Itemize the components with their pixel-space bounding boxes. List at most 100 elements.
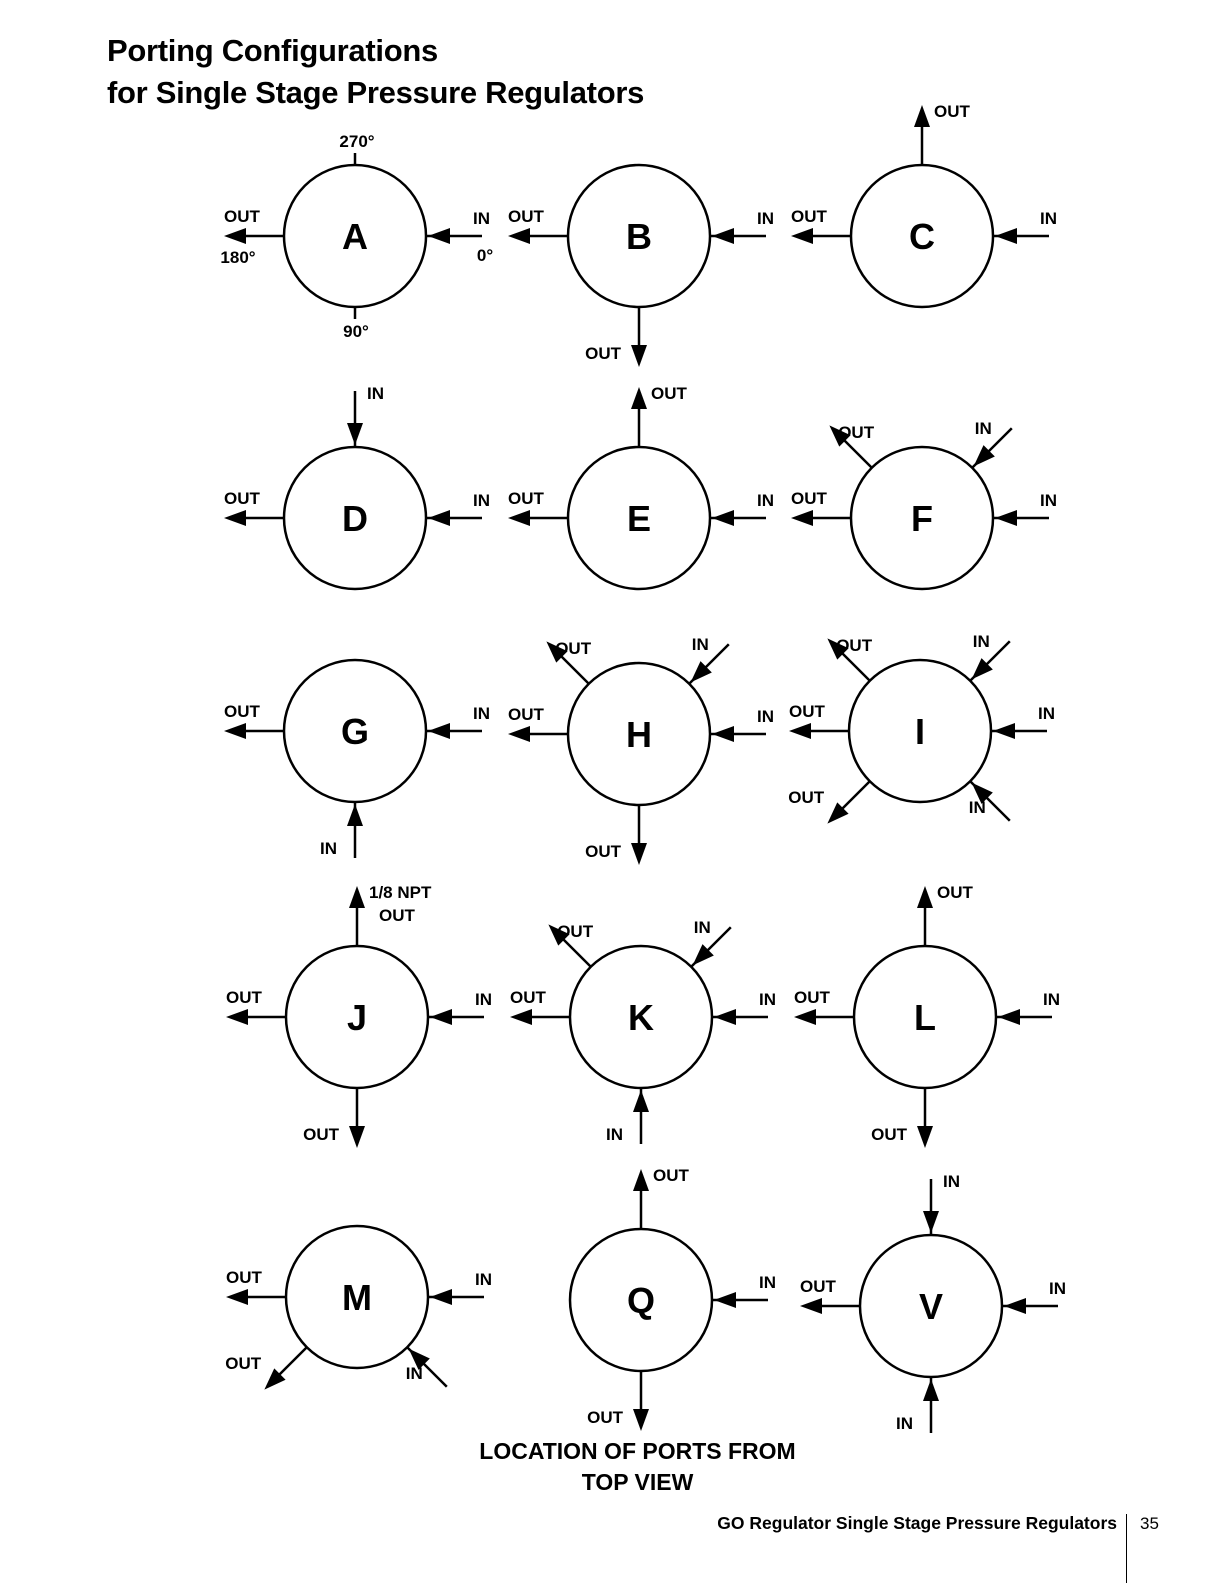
regulator-letter-l: L	[914, 997, 936, 1038]
regulator-letter-q: Q	[627, 1280, 655, 1321]
port-k-0-in-label: IN	[759, 990, 776, 1009]
port-i-135-out-arrowhead	[827, 802, 849, 824]
port-j-270-out-label-2: OUT	[379, 906, 416, 925]
port-b-180-out-arrowhead	[508, 228, 530, 244]
regulator-letter-i: I	[915, 711, 925, 752]
port-q-0-in-arrowhead	[714, 1292, 736, 1308]
port-i-225-out-arrowhead	[827, 638, 849, 660]
port-q-90-out-arrowhead	[633, 1409, 649, 1431]
port-i-45-in-arrowhead	[971, 782, 993, 804]
port-v-90-in-arrowhead	[923, 1379, 939, 1401]
port-e-0-in-label: IN	[757, 491, 774, 510]
port-v-180-out-label: OUT	[800, 1277, 837, 1296]
port-m-0-in-label: IN	[475, 1270, 492, 1289]
port-v-0-in-label: IN	[1049, 1279, 1066, 1298]
angle-label-270: 270°	[339, 132, 374, 151]
port-g-0-in-arrowhead	[428, 723, 450, 739]
port-j-180-out-label: OUT	[226, 988, 263, 1007]
port-v-0-in-arrowhead	[1004, 1298, 1026, 1314]
port-f-0-in-label: IN	[1040, 491, 1057, 510]
port-k-180-out-arrowhead	[510, 1009, 532, 1025]
footer-title: GO Regulator Single Stage Pressure Regul…	[717, 1513, 1117, 1533]
port-a-180-out-label: OUT	[224, 207, 261, 226]
port-j-270-out-label: 1/8 NPT	[369, 883, 432, 902]
port-k-90-in-arrowhead	[633, 1090, 649, 1112]
regulator-letter-b: B	[626, 216, 652, 257]
port-i-225-out-label: OUT	[836, 636, 873, 655]
port-g-180-out-label: OUT	[224, 702, 261, 721]
port-b-90-out-arrowhead	[631, 345, 647, 367]
port-k-225-out-label: OUT	[557, 922, 594, 941]
port-l-90-out-label: OUT	[871, 1125, 908, 1144]
angle-label-180: 180°	[220, 248, 255, 267]
port-f-225-out-label: OUT	[838, 423, 875, 442]
port-d-270-in-label: IN	[367, 384, 384, 403]
port-f-180-out-arrowhead	[791, 510, 813, 526]
port-l-270-out-label: OUT	[937, 883, 974, 902]
port-l-0-in-label: IN	[1043, 990, 1060, 1009]
port-j-180-out-arrowhead	[226, 1009, 248, 1025]
caption-line-1: LOCATION OF PORTS FROM	[479, 1438, 796, 1464]
page-number: 35	[1140, 1514, 1159, 1533]
port-i-315-in-label: IN	[973, 632, 990, 651]
port-e-180-out-arrowhead	[508, 510, 530, 526]
port-j-270-out-arrowhead	[349, 886, 365, 908]
port-l-0-in-arrowhead	[998, 1009, 1020, 1025]
port-q-270-out-label: OUT	[653, 1166, 690, 1185]
port-i-180-out-label: OUT	[789, 702, 826, 721]
port-d-180-out-arrowhead	[224, 510, 246, 526]
port-c-180-out-arrowhead	[791, 228, 813, 244]
regulator-letter-a: A	[342, 216, 368, 257]
port-l-90-out-arrowhead	[917, 1126, 933, 1148]
regulator-letter-f: F	[911, 498, 933, 539]
port-c-270-out-label: OUT	[934, 102, 971, 121]
port-f-315-in-label: IN	[975, 419, 992, 438]
port-v-180-out-arrowhead	[800, 1298, 822, 1314]
port-c-0-in-label: IN	[1040, 209, 1057, 228]
port-b-0-in-arrowhead	[712, 228, 734, 244]
regulator-letter-c: C	[909, 216, 935, 257]
port-v-270-in-arrowhead	[923, 1211, 939, 1233]
port-k-225-out-arrowhead	[548, 924, 570, 946]
port-h-180-out-label: OUT	[508, 705, 545, 724]
port-d-270-in-arrowhead	[347, 423, 363, 445]
caption-line-2: TOP VIEW	[581, 1469, 694, 1495]
port-b-180-out-label: OUT	[508, 207, 545, 226]
port-q-90-out-label: OUT	[587, 1408, 624, 1427]
port-c-0-in-arrowhead	[995, 228, 1017, 244]
port-b-0-in-label: IN	[757, 209, 774, 228]
regulator-letter-h: H	[626, 714, 652, 755]
port-m-135-out-label: OUT	[225, 1354, 262, 1373]
port-m-45-in-arrowhead	[408, 1348, 430, 1370]
port-k-90-in-label: IN	[606, 1125, 623, 1144]
port-a-0-in-arrowhead	[428, 228, 450, 244]
regulator-letter-k: K	[628, 997, 654, 1038]
port-g-180-out-arrowhead	[224, 723, 246, 739]
port-f-180-out-label: OUT	[791, 489, 828, 508]
port-i-315-in-arrowhead	[971, 658, 993, 680]
port-m-135-out-arrowhead	[264, 1368, 286, 1390]
port-h-90-out-label: OUT	[585, 842, 622, 861]
port-a-0-in-label: IN	[473, 209, 490, 228]
port-l-180-out-arrowhead	[794, 1009, 816, 1025]
port-h-90-out-arrowhead	[631, 843, 647, 865]
port-h-0-in-label: IN	[757, 707, 774, 726]
page-title-line-2: for Single Stage Pressure Regulators	[107, 75, 645, 110]
regulator-letter-j: J	[347, 997, 367, 1038]
port-h-0-in-arrowhead	[712, 726, 734, 742]
angle-label-90: 90°	[343, 322, 369, 341]
port-c-180-out-label: OUT	[791, 207, 828, 226]
port-i-0-in-arrowhead	[993, 723, 1015, 739]
port-i-135-out-label: OUT	[788, 788, 825, 807]
port-f-225-out-arrowhead	[829, 425, 851, 447]
port-e-0-in-arrowhead	[712, 510, 734, 526]
port-k-0-in-arrowhead	[714, 1009, 736, 1025]
port-h-315-in-label: IN	[692, 635, 709, 654]
port-c-270-out-arrowhead	[914, 105, 930, 127]
port-a-180-out-arrowhead	[224, 228, 246, 244]
port-e-180-out-label: OUT	[508, 489, 545, 508]
port-g-0-in-label: IN	[473, 704, 490, 723]
port-i-45-in-label: IN	[969, 798, 986, 817]
port-k-180-out-label: OUT	[510, 988, 547, 1007]
port-j-90-out-label: OUT	[303, 1125, 340, 1144]
